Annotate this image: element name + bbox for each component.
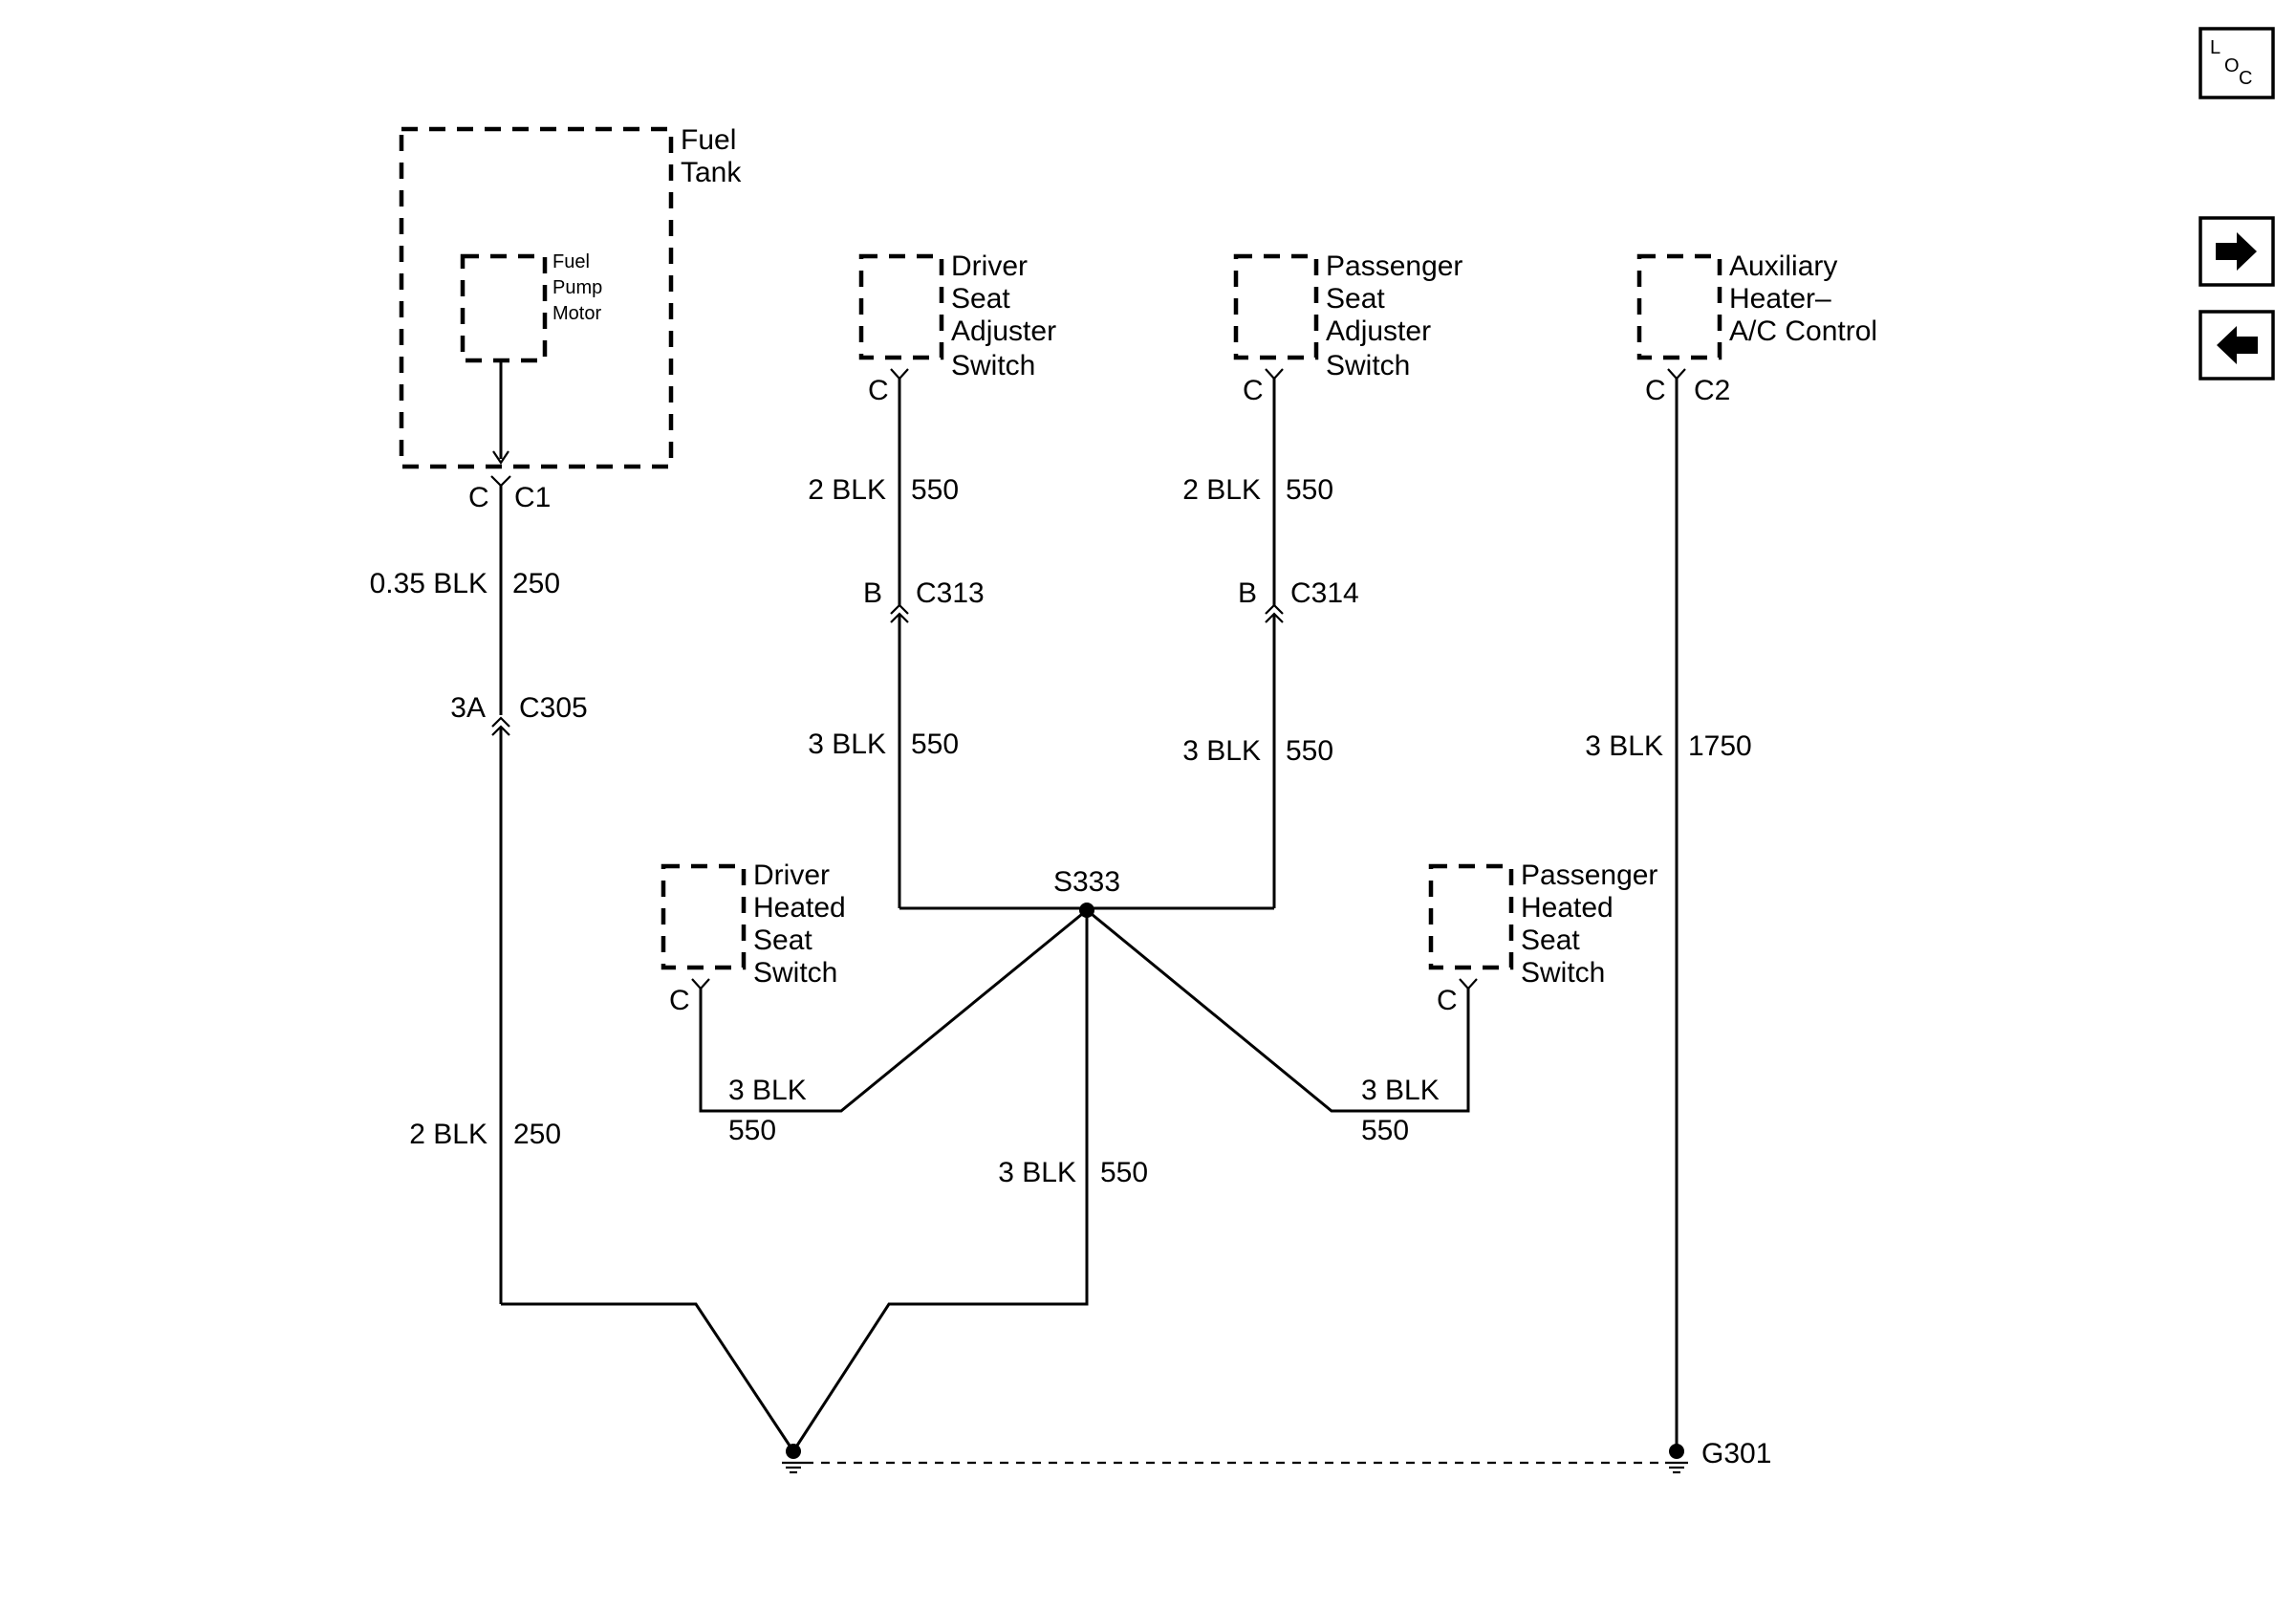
- passenger-heated-seat-label-2: Heated: [1521, 892, 1614, 924]
- wire-550-passenger-adjuster-lower-gauge: 3 BLK: [1182, 735, 1261, 767]
- ground-g301-label: G301: [1701, 1438, 1771, 1469]
- wire-550-driver-heated-seat-gauge: 3 BLK: [728, 1075, 807, 1106]
- fuel-pump-motor-label-1: Fuel: [552, 251, 590, 272]
- loc-icon: L O C: [2210, 37, 2252, 89]
- wire-250-lower-circuit: 250: [513, 1119, 561, 1150]
- driver-heated-seat-pin-label: C: [669, 985, 690, 1016]
- passenger-heated-seat-label-1: Passenger: [1521, 859, 1657, 891]
- driver-seat-adjuster-label-1: Driver: [951, 250, 1028, 282]
- driver-seat-adjuster-label-3: Adjuster: [951, 315, 1056, 347]
- passenger-seat-adjuster-connector-symbol: [1265, 368, 1284, 381]
- c313-pin-label: B: [863, 577, 882, 609]
- wire-550-passenger-heated-seat-circuit: 550: [1361, 1115, 1409, 1146]
- c314-connector-label: C314: [1290, 577, 1359, 609]
- fuel-pump-lead-arrow: [492, 450, 509, 465]
- ground-left-dot: [786, 1444, 801, 1459]
- fuel-pump-motor-box: [460, 253, 548, 363]
- splice-s333-label: S333: [1053, 866, 1120, 898]
- wire-550-driver-adjuster-upper-circuit: 550: [911, 474, 959, 506]
- auxiliary-heater-label-1: Auxiliary: [1729, 250, 1837, 282]
- arrow-right-icon: [2216, 232, 2257, 271]
- wire-550-splice-to-ground-circuit: 550: [1100, 1157, 1148, 1188]
- driver-seat-adjuster-label-2: Seat: [951, 283, 1010, 315]
- c314-pin-label: B: [1238, 577, 1257, 609]
- c2-pin-label: C: [1645, 375, 1666, 406]
- fuel-pump-motor-label-3: Motor: [552, 303, 601, 324]
- wire-550-passenger-adjuster-upper-circuit: 550: [1286, 474, 1333, 506]
- driver-heated-seat-label-3: Seat: [753, 925, 812, 956]
- svg-text:O: O: [2224, 55, 2240, 76]
- wire-550-passenger-heated-seat-gauge: 3 BLK: [1361, 1075, 1440, 1106]
- fuel-tank-box: [399, 126, 674, 469]
- wire-550-splice-to-ground-gauge: 3 BLK: [998, 1157, 1076, 1188]
- wire-250-to-ground: [501, 1302, 795, 1452]
- wire-550-driver-heated-seat: [699, 908, 1088, 1113]
- driver-heated-seat-label-4: Switch: [753, 957, 837, 989]
- c305-connector-label: C305: [519, 692, 588, 724]
- wire-1750-circuit: 1750: [1688, 730, 1752, 762]
- passenger-heated-seat-connector-symbol: [1459, 978, 1478, 990]
- wire-550-driver-heated-seat-circuit: 550: [728, 1115, 776, 1146]
- driver-heated-seat-label-1: Driver: [753, 859, 830, 891]
- passenger-seat-adjuster-label-4: Switch: [1326, 350, 1410, 381]
- auxiliary-heater-label-2: Heater–: [1729, 283, 1831, 315]
- loc-button[interactable]: L O C: [2199, 27, 2275, 99]
- passenger-seat-adjuster-label-3: Adjuster: [1326, 315, 1431, 347]
- driver-seat-adjuster-label-4: Switch: [951, 350, 1035, 381]
- auxiliary-heater-label-3: A/C Control: [1729, 315, 1877, 347]
- driver-seat-adjuster-connector-symbol: [890, 368, 909, 381]
- wire-550-driver-adjuster-lower-circuit: 550: [911, 729, 959, 760]
- passenger-heated-seat-label-3: Seat: [1521, 925, 1580, 956]
- driver-heated-seat-switch-box: [661, 863, 747, 970]
- wire-550-passenger-adjuster-upper-gauge: 2 BLK: [1182, 474, 1261, 506]
- wire-550-driver-adjuster-upper-gauge: 2 BLK: [808, 474, 886, 506]
- c314-connector-symbol: [1265, 603, 1284, 623]
- wire-550-driver-adjuster-lower-gauge: 3 BLK: [808, 729, 886, 760]
- wire-550-passenger-heated-seat: [1086, 908, 1470, 1113]
- fuel-tank-label-1: Fuel: [681, 124, 736, 156]
- passenger-heated-seat-pin-label: C: [1437, 985, 1458, 1016]
- c1-connector-symbol: [490, 475, 511, 488]
- fuel-pump-motor-label-2: Pump: [552, 277, 602, 298]
- driver-seat-adjuster-pin-label: C: [868, 375, 889, 406]
- c1-pin-label: C: [468, 482, 489, 513]
- svg-text:C: C: [2239, 68, 2252, 89]
- passenger-seat-adjuster-label-1: Passenger: [1326, 250, 1462, 282]
- c305-pin-label: 3A: [450, 692, 486, 724]
- fuel-tank-label-2: Tank: [681, 157, 742, 188]
- wire-250-upper-gauge: 0.35 BLK: [370, 568, 487, 599]
- c313-connector-symbol: [890, 603, 909, 623]
- wire-550-passenger-adjuster-lower-circuit: 550: [1286, 735, 1333, 767]
- passenger-seat-adjuster-switch-box: [1233, 253, 1319, 360]
- svg-text:L: L: [2210, 37, 2220, 58]
- c2-connector-label: C2: [1694, 375, 1730, 406]
- wire-250-lower-gauge: 2 BLK: [409, 1119, 487, 1150]
- previous-page-button[interactable]: [2199, 310, 2275, 381]
- passenger-heated-seat-switch-box: [1428, 863, 1514, 970]
- passenger-heated-seat-label-4: Switch: [1521, 957, 1605, 989]
- passenger-seat-adjuster-label-2: Seat: [1326, 283, 1385, 315]
- auxiliary-heater-ac-control-box: [1636, 253, 1722, 360]
- wire-250-upper-circuit: 250: [512, 568, 560, 599]
- c313-connector-label: C313: [916, 577, 985, 609]
- wire-550-splice-to-ground: [791, 910, 1089, 1452]
- wire-1750-gauge: 3 BLK: [1585, 730, 1663, 762]
- c2-connector-symbol: [1667, 368, 1686, 381]
- passenger-seat-adjuster-pin-label: C: [1243, 375, 1264, 406]
- ground-g301-dot: [1669, 1444, 1684, 1459]
- ground-left-icon: [782, 1461, 805, 1474]
- c1-connector-label: C1: [514, 482, 551, 513]
- next-page-button[interactable]: [2199, 216, 2275, 287]
- ground-g301-icon: [1665, 1461, 1688, 1474]
- driver-heated-seat-connector-symbol: [691, 978, 710, 990]
- driver-seat-adjuster-switch-box: [858, 253, 944, 360]
- arrow-left-icon: [2217, 326, 2258, 364]
- driver-heated-seat-label-2: Heated: [753, 892, 846, 924]
